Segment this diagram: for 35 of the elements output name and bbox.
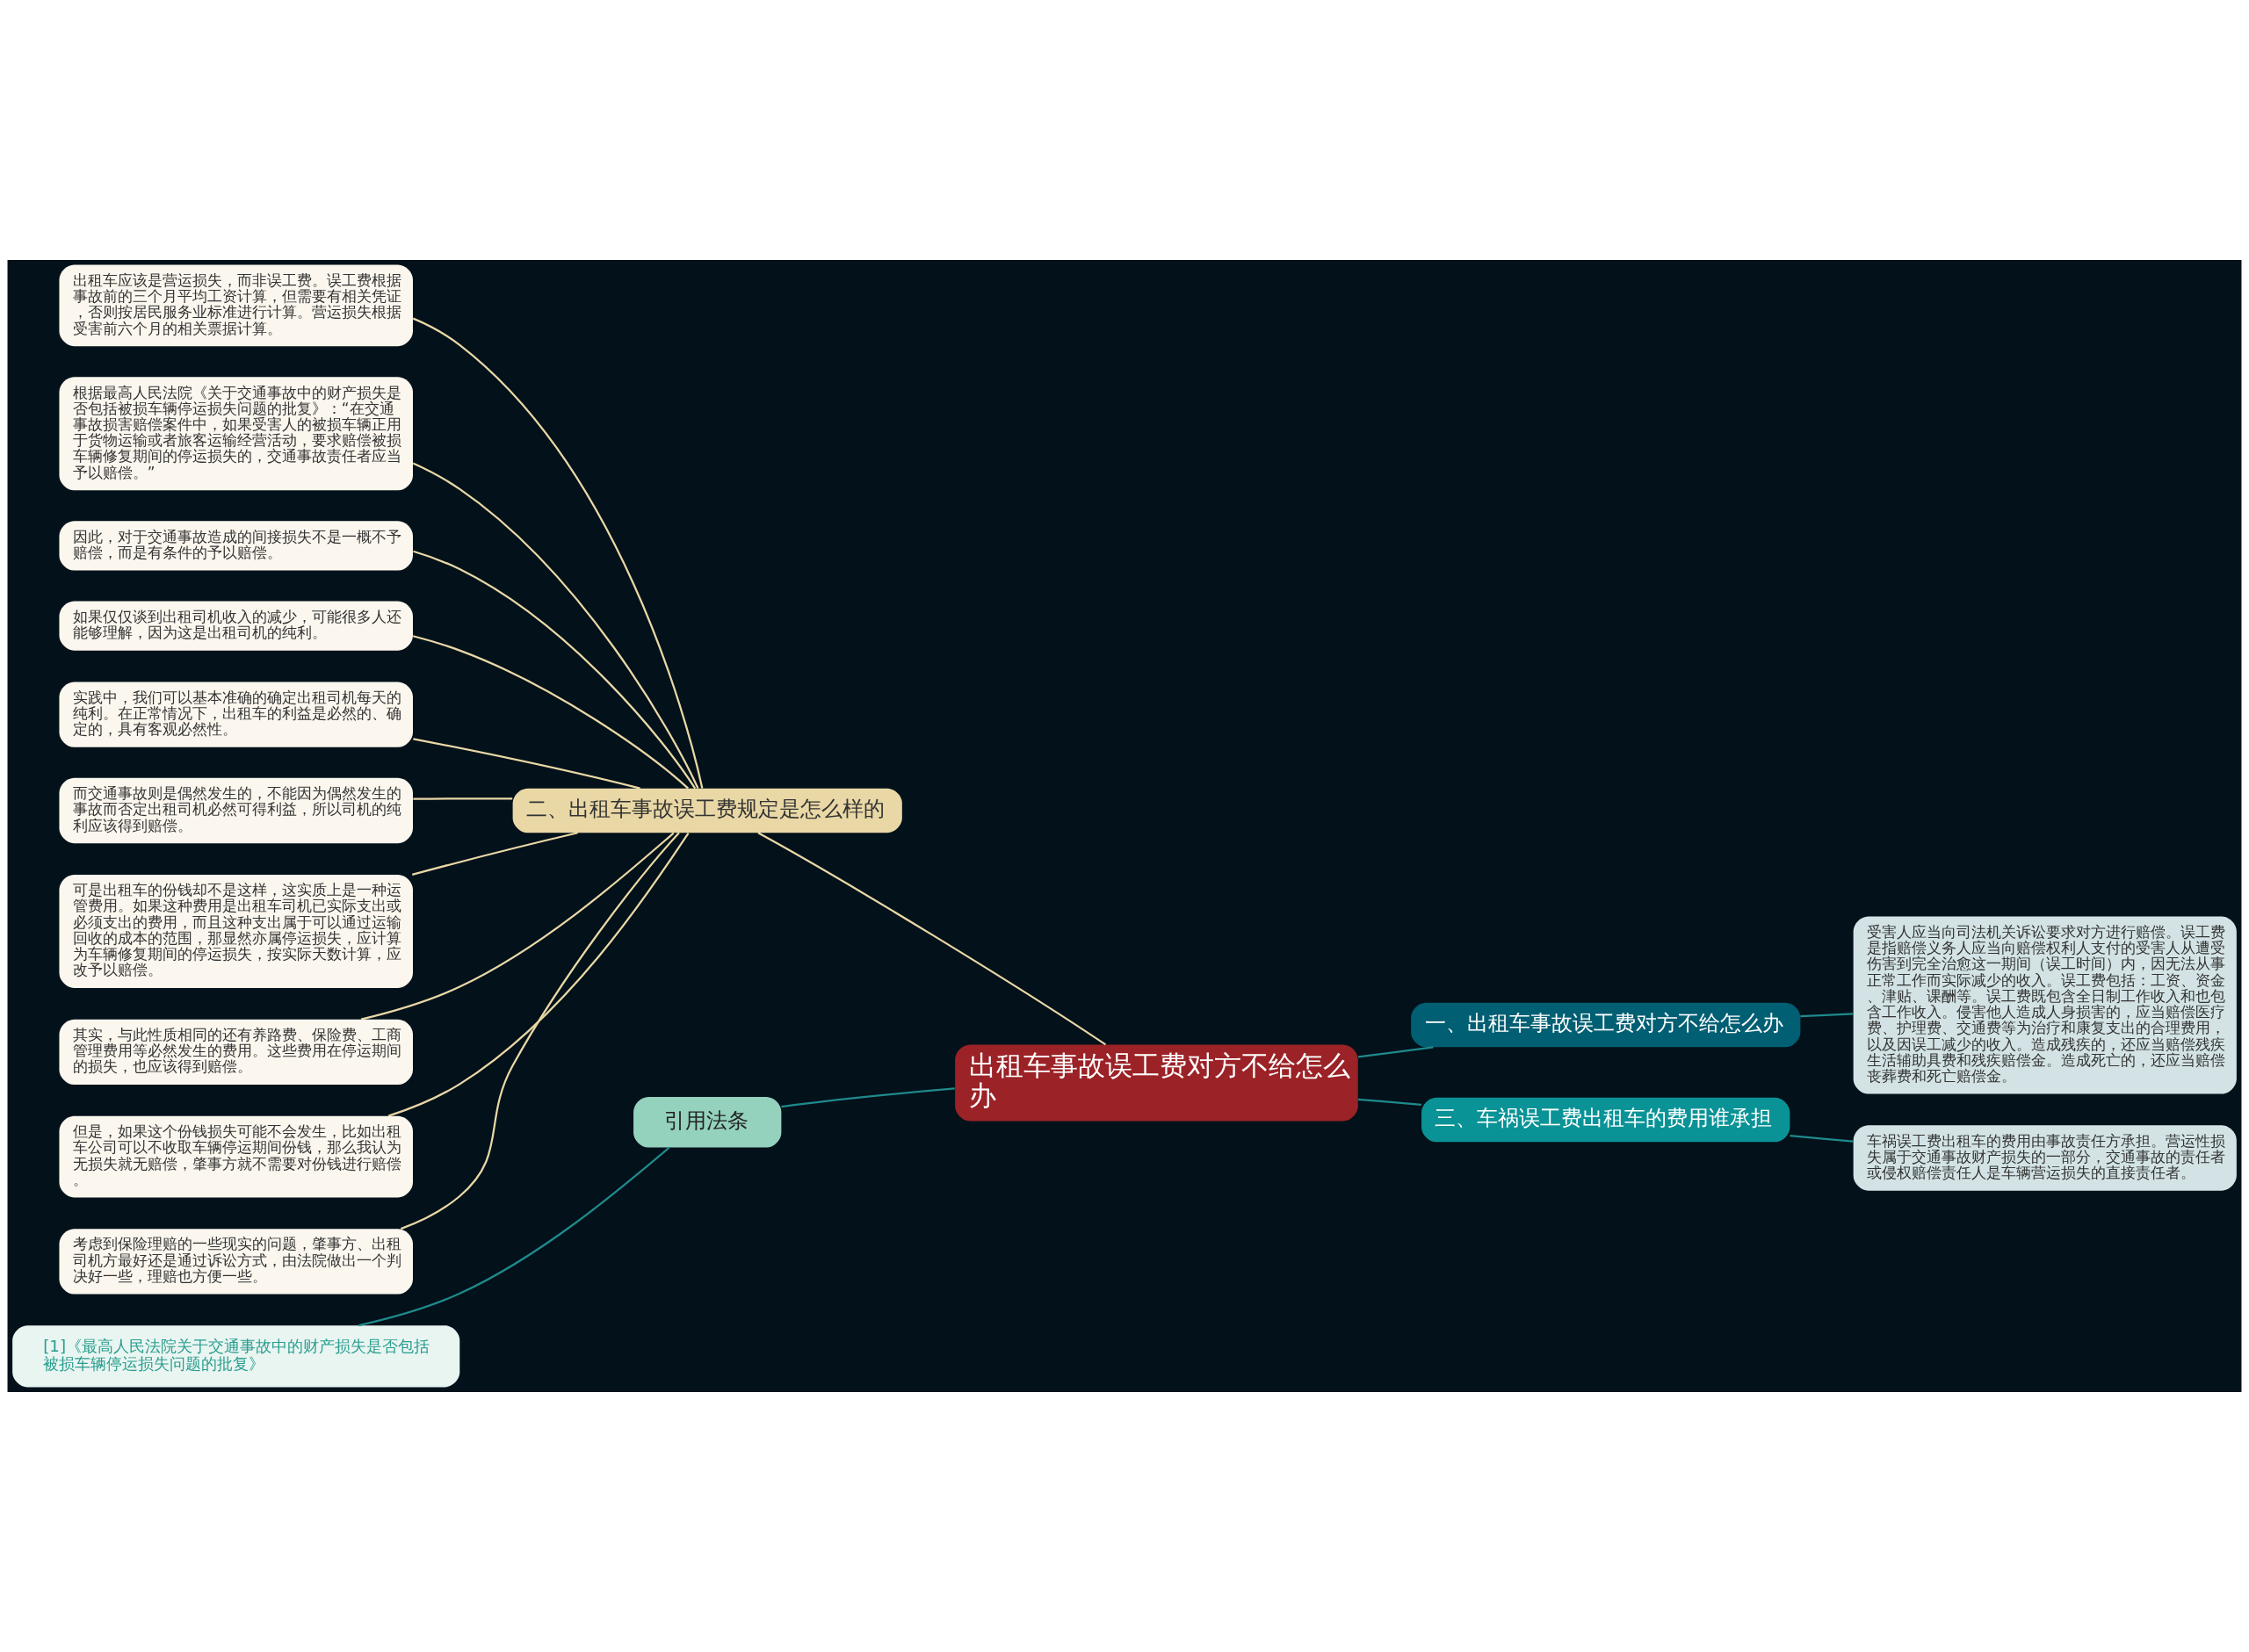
- node-box: 车祸误工费出租车的费用由事故责任方承担。营运性损失属于交通事故财产损失的一部分，交通事故的责任者或侵权赔偿责任人是车辆营运损失的直接责任者。: [1853, 1125, 2237, 1191]
- node-box: 可是出租车的份钱却不是这样，这实质上是一种运管费用。如果这种费用是出租车司机已实际支出或必须支出的费用，而且这种支出属于可以通过运输回收的成本的范围，那显然亦属停运损失，应计算为车辆修复期间的停运损失，按实际天数计算，应改予以赔偿。: [59, 874, 413, 988]
- node-box: 根据最高人民法院《关于交通事故中的财产损失是否包括被损车辆停运损失问题的批复》：“在交通事故损害赔偿案件中，如果受害人的被损车辆正用于货物运输或者旅客运输经营活动，要求赔偿被损车辆修复期间的停运损失的，交通事故责任者应当予以赔偿。”: [59, 377, 413, 491]
- connector: [781, 1087, 955, 1108]
- connector: [358, 1146, 670, 1327]
- node-box: 出租车应该是营运损失，而非误工费。误工费根据事故前的三个月平均工资计算，但需要有相关凭证，否则按居民服务业标准进行计算。营运损失根据受害前六个月的相关票据计算。: [59, 264, 413, 347]
- connector: [1357, 1098, 1421, 1106]
- node-box: [1]《最高人民法院关于交通事故中的财产损失是否包括被损车辆停运损失问题的批复》: [12, 1325, 460, 1388]
- connector: [1790, 1135, 1854, 1143]
- node-box: 但是，如果这个份钱损失可能不会发生，比如出租车公司可以不收取车辆停运期间份钱，那么我认为无损失就无赔偿，肇事方就不需要对份钱进行赔偿。: [59, 1115, 413, 1198]
- connector: [360, 832, 675, 1021]
- connector: [412, 635, 689, 790]
- node-box: 受害人应当向司法机关诉讼要求对方进行赔偿。误工费是指赔偿义务人应当向赔偿权利人支付的受害人从遭受伤害到完全治愈这一期间（误工时间）内，因无法从事正常工作而实际减少的收入。误工费包括：工资、资金、津贴、课酬等。误工费既包含全日制工作收入和也包含工作收入。侵害他人造成人身损害的，应当赔偿医疗费、护理费、交通费等为治疗和康复支出的合理费用，以及因误工减少的收入。造成残疾的，还应当赔偿残疾生活辅助具费和残疾赔偿金。造成死亡的，还应当赔偿丧葬费和死亡赔偿金。: [1853, 916, 2237, 1094]
- node-box: 一、出租车事故误工费对方不给怎么办: [1411, 1002, 1801, 1048]
- connector: [757, 832, 1107, 1046]
- connector: [1357, 1046, 1434, 1058]
- connector: [1800, 1013, 1854, 1018]
- node-box: 如果仅仅谈到出租司机收入的减少，可能很多人还能够理解，因为这是出租司机的纯利。: [59, 601, 413, 651]
- connector: [387, 833, 690, 1117]
- connector: [400, 832, 680, 1230]
- connector: [412, 317, 704, 789]
- node-box: 因此，对于交通事故造成的间接损失不是一概不予赔偿，而是有条件的予以赔偿。: [59, 521, 413, 571]
- connector: [412, 462, 699, 789]
- connector: [411, 832, 578, 876]
- node-box: 二、出租车事故误工费规定是怎么样的: [512, 788, 902, 833]
- connector: [413, 738, 640, 790]
- node-box: 出租车事故误工费对方不给怎么办: [955, 1044, 1358, 1122]
- node-box: 而交通事故则是偶然发生的，不能因为偶然发生的事故而否定出租司机必然可得利益，所以司机的纯利应该得到赔偿。: [59, 777, 413, 844]
- node-box: 考虑到保险理赔的一些现实的问题，肇事方、出租司机方最好还是通过诉讼方式，由法院做出一个判决好一些，理赔也方便一些。: [59, 1229, 413, 1295]
- connector: [413, 797, 513, 800]
- node-box: 实践中，我们可以基本准确的确定出租司机每天的纯利。在正常情况下，出租车的利益是必然的、确定的，具有客观必然性。: [59, 682, 413, 747]
- node-box: 其实，与此性质相同的还有养路费、保险费、工商管理费用等必然发生的费用。这些费用在停运期间的损失，也应该得到赔偿。: [59, 1019, 413, 1086]
- node-box: 引用法条: [633, 1097, 782, 1148]
- connector: [413, 550, 697, 790]
- node-box: 三、车祸误工费出租车的费用谁承担: [1421, 1097, 1790, 1143]
